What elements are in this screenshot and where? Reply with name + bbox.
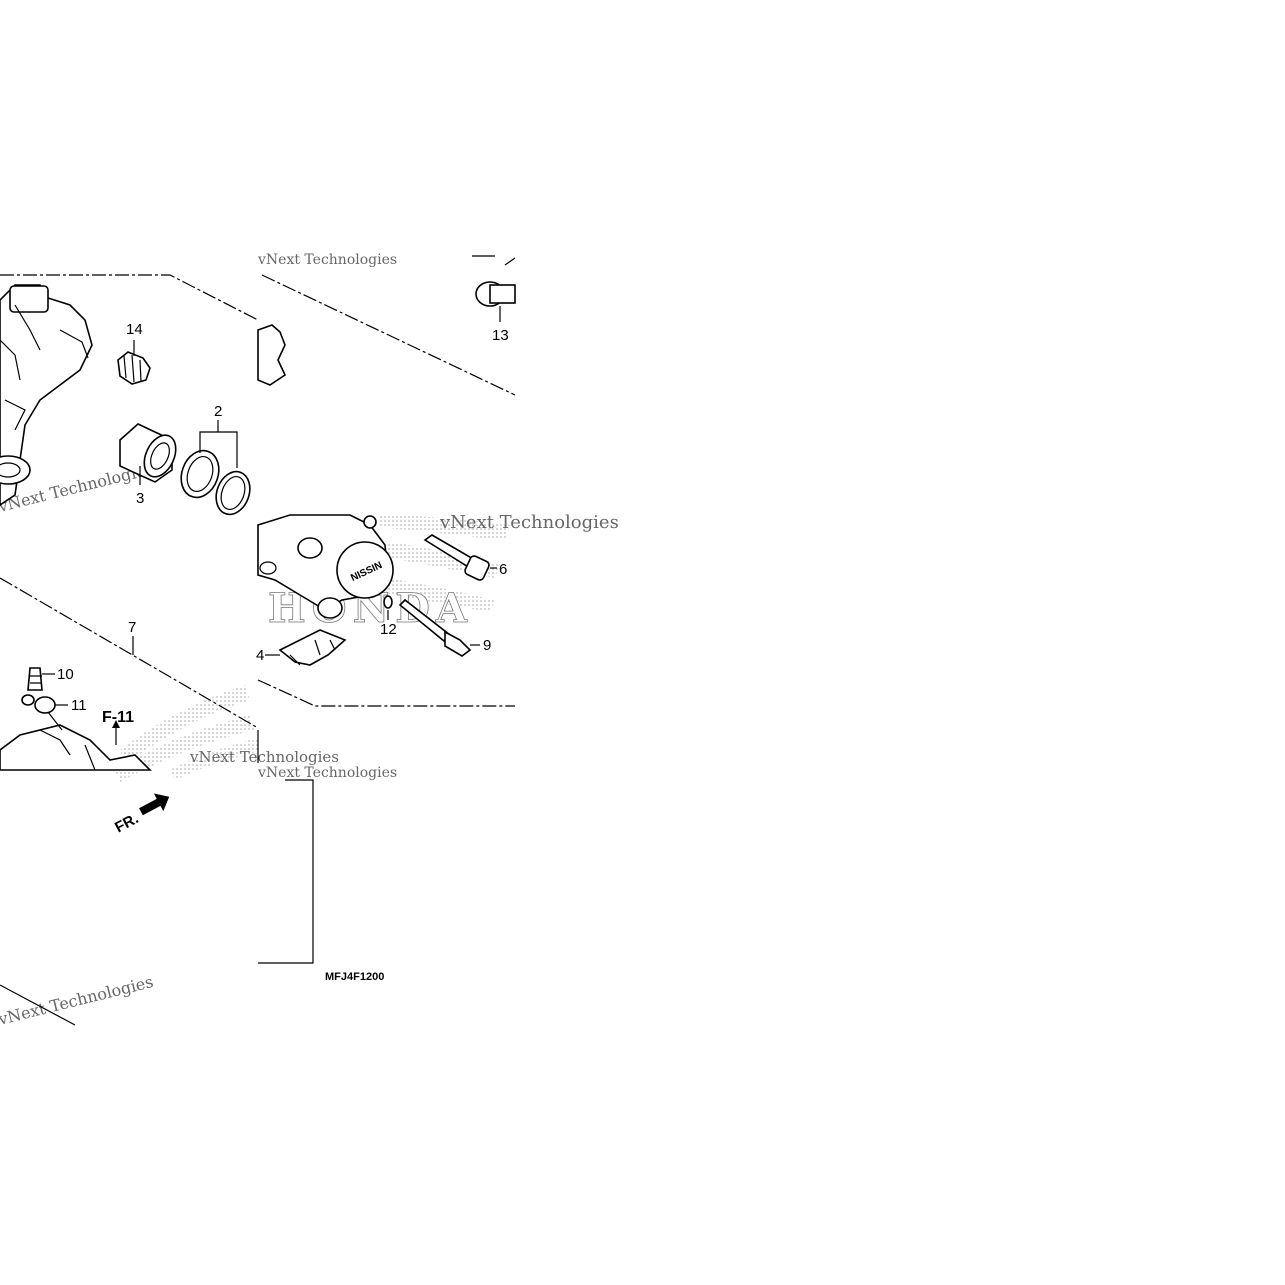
pad-spring-fragment	[257, 324, 287, 386]
callout-2: 2	[214, 403, 222, 420]
callout-4: 4	[256, 647, 264, 664]
callout-14: 14	[126, 321, 143, 338]
boundary-lines	[0, 274, 516, 1026]
part-11-cap	[21, 694, 68, 714]
callout-7: 7	[128, 619, 136, 636]
part-2-seals	[180, 420, 251, 516]
watermark-text-4: vNext Technologies	[257, 252, 397, 268]
callout-13: 13	[492, 327, 509, 344]
callout-3: 3	[136, 490, 144, 507]
part-14-boot	[117, 340, 151, 385]
part-4-pad-spring	[265, 629, 347, 666]
caliper-body: NISSIN	[257, 514, 394, 619]
caliper-assembly	[0, 711, 152, 771]
f11-reference: F-11	[102, 709, 134, 745]
part-12-nut	[383, 595, 393, 620]
part-10-bleeder	[27, 667, 55, 691]
callout-11: 11	[71, 697, 87, 714]
diagram-code: MFJ4F1200	[325, 971, 384, 983]
callout-10: 10	[57, 666, 74, 683]
callout-6: 6	[499, 561, 507, 578]
watermark-text-5: vNext Technologies	[257, 765, 397, 781]
part-9-pin	[398, 598, 480, 657]
watermark-text-3: vNext Technologies	[0, 972, 155, 1029]
f11-label: F-11	[102, 709, 134, 726]
caliper-bracket	[0, 284, 93, 506]
part-13-pin	[472, 255, 516, 322]
front-marker-label: FR.	[112, 810, 141, 836]
callout-12: 12	[380, 621, 397, 638]
front-direction-marker: FR.	[112, 793, 170, 836]
part-3-piston	[119, 423, 177, 485]
watermark-text-2: vNext Technologies	[189, 748, 339, 766]
callout-9: 9	[483, 637, 491, 654]
watermark-text-6: vNext Technologies	[439, 512, 619, 533]
part-6-bolt	[423, 534, 497, 581]
callout-numbers: 14 2 3 13 6 12 9 4 7 10 11	[57, 321, 509, 714]
